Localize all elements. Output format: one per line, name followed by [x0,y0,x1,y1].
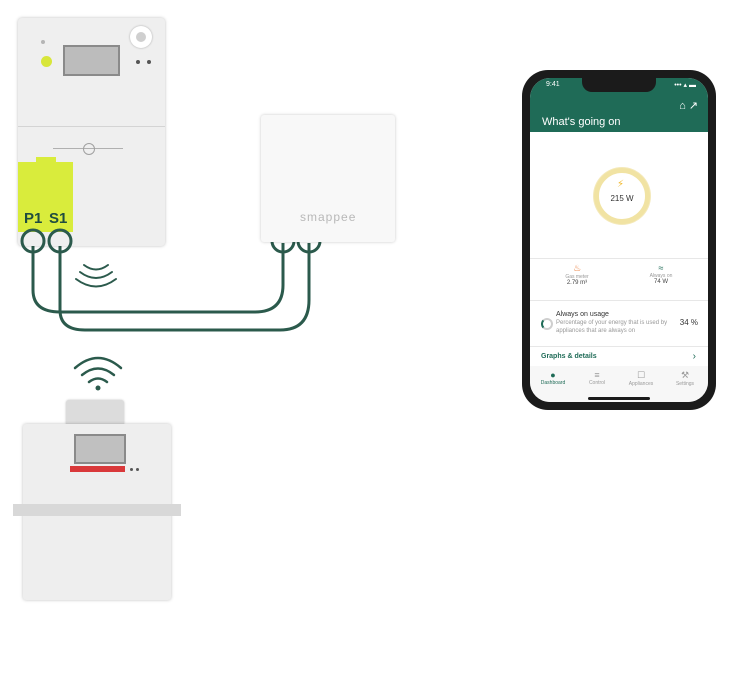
power-gauge[interactable]: ⚡ 215 W [594,168,650,224]
separator [530,300,708,301]
wifi-dot [95,385,101,391]
stat-value: 74 W [653,279,668,285]
nav-dashboard[interactable]: ● Dashboard [533,370,573,386]
smappee-brand: smappee [300,210,357,224]
meter-dot [147,60,151,64]
stat-value: 2.79 m³ [566,280,588,286]
control-icon: ≡ [594,370,600,380]
nav-label: Settings [675,381,695,387]
p1-ring [20,228,46,254]
power-value: 215 W [610,194,634,203]
always-on-title: Always on usage [556,311,609,318]
current-clamp [18,162,73,232]
terminal-p1-label: P1 [24,210,43,227]
app-screen: 9:41 ••• ▴ ▬ ⌂ ↗ What's going on ⚡ 215 W… [530,78,708,402]
meter-display [63,45,120,76]
always-on-description: Percentage of your energy that is used b… [556,320,668,334]
phone-notch [582,78,656,92]
page-title: What's going on [542,116,621,128]
wifi-icon [73,356,123,384]
stat-label: Always on [649,273,673,279]
separator [530,258,708,259]
stat-label: Gas meter [565,274,589,280]
wire-p1 [31,243,285,314]
chevron-right-icon[interactable]: › [692,351,696,362]
nav-label: Dashboard [540,380,566,386]
wireless-icon [75,264,117,288]
dashboard-icon: ● [550,370,556,380]
gas-dot [130,468,133,471]
water-icon: ≈ [658,263,664,273]
always-on-progress-icon [541,318,553,330]
graphs-link[interactable]: Graphs & details [541,353,597,360]
meter-screw [83,143,95,155]
gas-counter-strip [70,466,125,472]
clamp-tab [36,157,56,163]
gas-display [74,434,126,464]
stat-always-on[interactable]: ≈ Always on 74 W [626,263,696,285]
gas-meter [13,424,181,600]
smappee-module [261,115,395,242]
gas-dot [136,468,139,471]
nav-settings[interactable]: ⚒ Settings [665,370,705,387]
meter-divider [18,126,165,127]
meter-knob [130,26,152,48]
status-time: 9:41 [546,81,560,88]
separator [530,346,708,347]
appliances-icon: ☐ [636,370,646,380]
header-icons[interactable]: ⌂ ↗ [679,100,698,112]
nav-label: Appliances [628,381,654,387]
bolt-icon: ⚡ [617,179,625,190]
flame-icon: ♨ [572,263,582,273]
indicator-dot [41,40,45,44]
s1-ring [47,228,73,254]
status-led [41,56,52,67]
electricity-meter [18,18,165,246]
home-indicator [588,397,650,400]
app-header: 9:41 ••• ▴ ▬ ⌂ ↗ What's going on [530,78,708,132]
wire-s1 [58,243,311,332]
stat-gas[interactable]: ♨ Gas meter 2.79 m³ [542,263,612,286]
bottom-nav: ● Dashboard ≡ Control ☐ Appliances ⚒ Set… [530,366,708,402]
gas-meter-band [13,504,181,516]
status-icons: ••• ▴ ▬ [674,82,696,89]
gas-meter-sensor [66,400,124,426]
meter-dot [136,60,140,64]
always-on-value: 34 % [679,318,698,327]
terminal-s1-label: S1 [49,210,68,227]
nav-appliances[interactable]: ☐ Appliances [621,370,661,387]
settings-icon: ⚒ [680,370,690,380]
nav-label: Control [588,380,606,386]
nav-control[interactable]: ≡ Control [577,370,617,386]
smartphone: 9:41 ••• ▴ ▬ ⌂ ↗ What's going on ⚡ 215 W… [522,70,716,410]
